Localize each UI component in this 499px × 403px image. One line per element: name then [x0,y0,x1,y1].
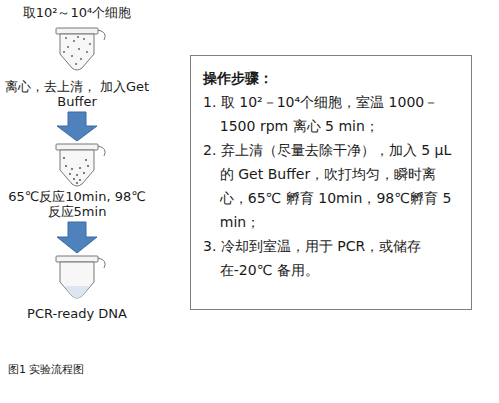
product-label: PCR-ready DNA [2,307,152,322]
step-text: 3. 冷却到室温，用于 PCR，或储存在-20℃ 备用。 [203,234,459,282]
tube-icon [56,144,105,186]
figure-caption: 图1 实验流程图 [8,362,85,377]
tube-icon [56,256,105,298]
step-label: 取10²～10⁴个细胞 [2,6,152,21]
box-heading: 操作步骤： [203,66,459,90]
step-label: 65℃反应10min, 98℃反应5min [2,190,152,220]
flow-arrow [57,112,97,141]
step-label: 离心，去上清， 加入Get Buffer [2,80,152,110]
procedure-box: 操作步骤：1. 取 10²－10⁴个细胞，室温 1000－1500 rpm 离心… [190,55,472,310]
tube-icon [56,28,105,70]
step-text: 2. 弃上清（尽量去除干净），加入 5 μL 的 Get Buffer，吹打均匀… [203,138,459,234]
step-text: 1. 取 10²－10⁴个细胞，室温 1000－1500 rpm 离心 5 mi… [203,90,459,138]
flow-arrow [57,222,97,253]
